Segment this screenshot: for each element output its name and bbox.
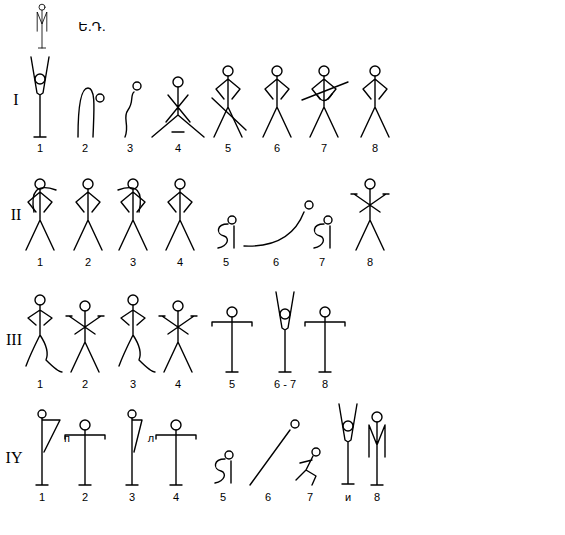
side-letter: л (148, 433, 154, 444)
callout-number: 1 (37, 257, 43, 268)
callout-number: 2 (82, 143, 88, 154)
callout-number: 2 (82, 492, 88, 503)
callout-number: 5 (223, 257, 229, 268)
row-numeral: IY (6, 450, 23, 466)
callout-number: 4 (175, 143, 181, 154)
callout-number: 6 (274, 143, 280, 154)
callout-number: 3 (130, 379, 136, 390)
callout-number: 8 (367, 257, 373, 268)
callout-number: 1 (37, 379, 43, 390)
callout-number: 4 (173, 492, 179, 503)
callout-number: 5 (225, 143, 231, 154)
callout-number: 6 (265, 492, 271, 503)
row-numeral: II (11, 207, 22, 223)
callout-number: 8 (374, 492, 380, 503)
callout-number: 5 (220, 492, 226, 503)
callout-number: 8 (372, 143, 378, 154)
row-numeral: I (13, 92, 18, 108)
start-position-label: Ե.Դ. (78, 20, 106, 33)
callout-number: 1 (37, 143, 43, 154)
callout-number: 6 - 7 (274, 379, 296, 390)
callout-number: 3 (130, 257, 136, 268)
callout-number: 4 (177, 257, 183, 268)
side-letter: и (345, 492, 351, 503)
callout-number: 3 (129, 492, 135, 503)
callout-number: 7 (307, 492, 313, 503)
callout-number: 1 (39, 492, 45, 503)
callout-number: 7 (321, 143, 327, 154)
callout-number: 5 (229, 379, 235, 390)
callout-number: 8 (322, 379, 328, 390)
callout-number: 6 (273, 257, 279, 268)
callout-number: 7 (319, 257, 325, 268)
callout-number: 2 (82, 379, 88, 390)
callout-number: 2 (85, 257, 91, 268)
callout-number: 4 (175, 379, 181, 390)
row-numeral: III (6, 332, 22, 348)
callout-number: 3 (127, 143, 133, 154)
side-letter: п (64, 433, 70, 444)
